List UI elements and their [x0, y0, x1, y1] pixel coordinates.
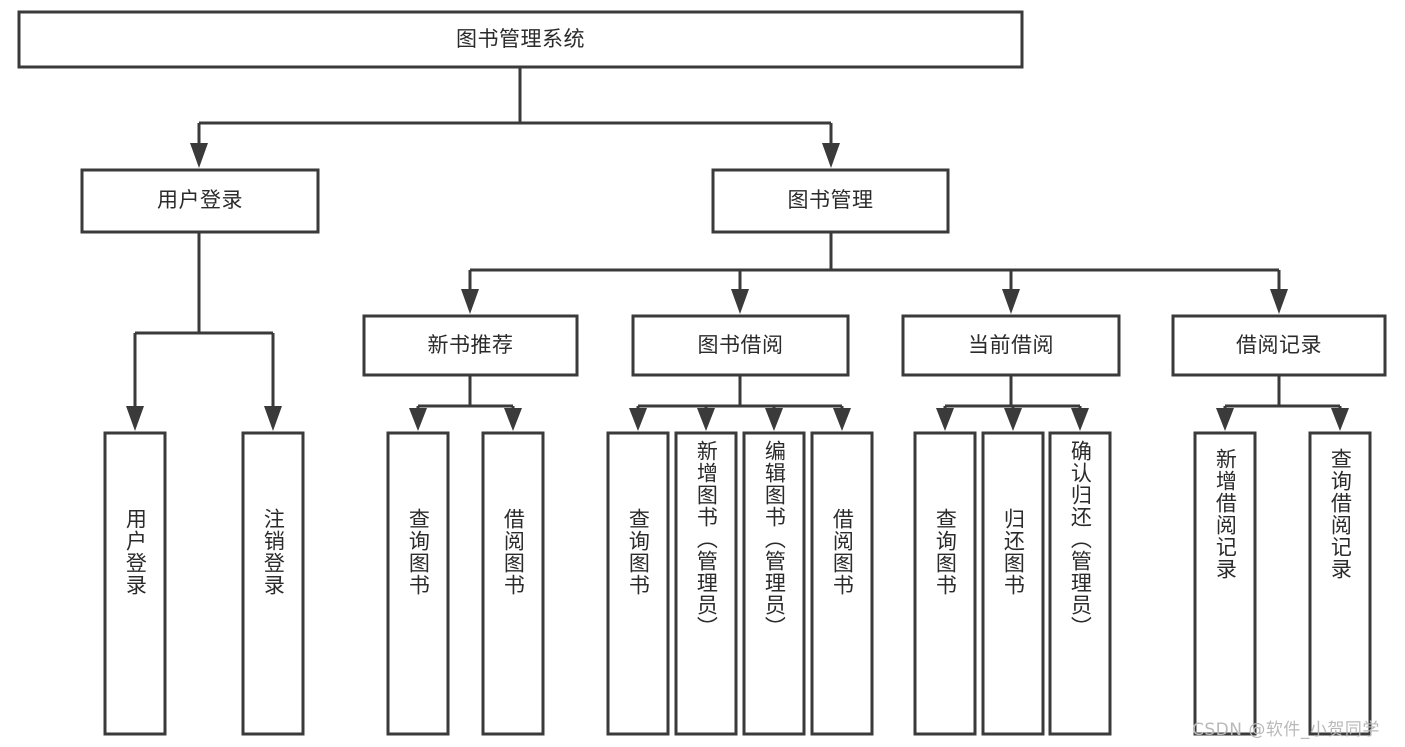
- node-box-current-borrow[interactable]: [901, 314, 1121, 377]
- node-box-leaf-return-book[interactable]: [981, 431, 1045, 736]
- connector-book-borrow-to-leaves: [629, 375, 851, 431]
- node-box-new-book-recommend[interactable]: [362, 314, 579, 377]
- connector-user-login-to-leaves: [126, 232, 282, 431]
- node-box-leaf-query-book-2[interactable]: [606, 431, 670, 736]
- node-box-book-management[interactable]: [711, 168, 950, 234]
- node-box-leaf-edit-book[interactable]: [742, 431, 806, 736]
- node-box-leaf-borrow-book-2[interactable]: [810, 431, 874, 736]
- node-box-leaf-add-record[interactable]: [1193, 431, 1257, 736]
- node-box-root[interactable]: [17, 10, 1024, 69]
- node-box-borrow-record[interactable]: [1171, 314, 1387, 377]
- node-box-leaf-query-book-3[interactable]: [913, 431, 977, 736]
- node-box-user-login[interactable]: [80, 168, 320, 234]
- node-box-leaf-user-login[interactable]: [103, 431, 167, 736]
- node-box-leaf-borrow-book-1[interactable]: [481, 431, 545, 736]
- connector-new-book-recommend-to-leaves: [409, 375, 522, 431]
- node-box-leaf-confirm-return[interactable]: [1048, 431, 1112, 736]
- connector-current-borrow-to-leaves: [936, 375, 1089, 431]
- connector-root-to-level2: [190, 67, 840, 168]
- node-box-leaf-user-logout[interactable]: [241, 431, 305, 736]
- node-box-leaf-add-book[interactable]: [674, 431, 738, 736]
- node-box-leaf-query-record[interactable]: [1308, 431, 1372, 736]
- node-box-book-borrow[interactable]: [631, 314, 850, 377]
- node-box-leaf-query-book-1[interactable]: [386, 431, 450, 736]
- connector-book-management-to-level3: [461, 232, 1288, 314]
- connector-borrow-record-to-leaves: [1216, 375, 1349, 431]
